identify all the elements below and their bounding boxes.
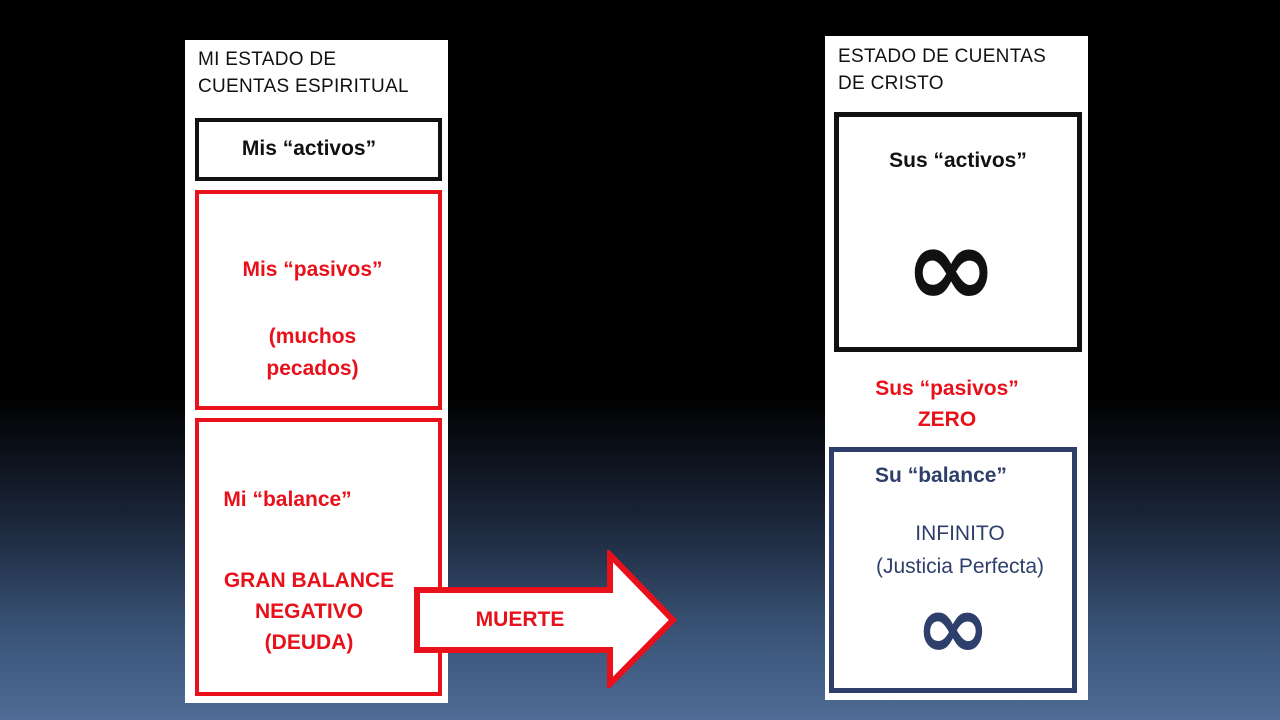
my-assets-label: Mis “activos” [241, 137, 377, 160]
death-arrow-label: MUERTE [475, 608, 565, 631]
my-balance-box [195, 418, 442, 696]
his-balance-detail: INFINITO (Justicia Perfecta) [875, 522, 1045, 578]
my-liabilities-box [195, 190, 442, 410]
right-account-panel [825, 36, 1088, 700]
his-balance-box [829, 447, 1077, 693]
right-panel-title: ESTADO DE CUENTAS DE CRISTO [838, 46, 1047, 94]
his-assets-infinity-icon: ∞ [904, 203, 998, 333]
my-assets-box [195, 118, 442, 181]
his-balance-infinity-icon: ∞ [915, 575, 991, 680]
left-account-panel [185, 40, 448, 703]
my-liabilities-detail: (muchos pecados) [266, 325, 359, 380]
his-liabilities-label: Sus “pasivos” ZERO [875, 377, 1019, 431]
my-balance-detail: GRAN BALANCE NEGATIVO (DEUDA) [223, 569, 395, 654]
my-balance-label: Mi “balance” [223, 488, 352, 511]
death-arrow [414, 550, 678, 688]
his-balance-label: Su “balance” [875, 464, 1007, 487]
his-assets-label: Sus “activos” [889, 149, 1027, 172]
his-assets-box [834, 112, 1082, 352]
my-liabilities-label: Mis “pasivos” [242, 258, 383, 281]
left-panel-title: MI ESTADO DE CUENTAS ESPIRITUAL [198, 49, 409, 97]
